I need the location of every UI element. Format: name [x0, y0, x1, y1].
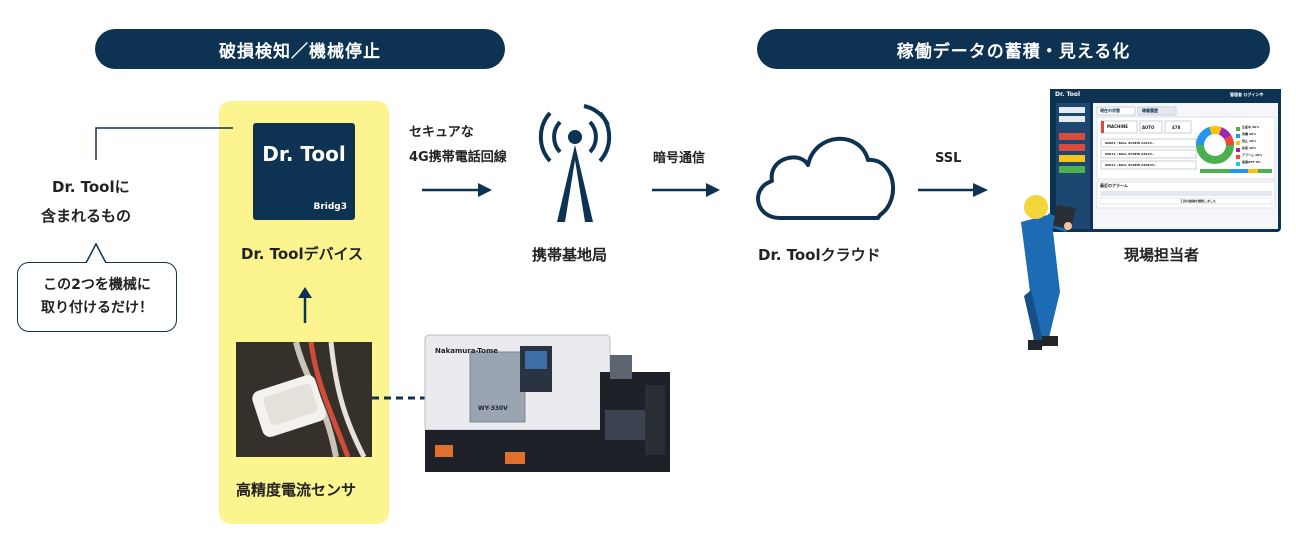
includes-note-line2: 含まれるもの [41, 207, 132, 225]
dashboard-legend-5: アラーム 10% [1242, 153, 1263, 157]
sensor-label: 高精度電流センサ [236, 481, 357, 499]
section-title-data-visualization: 稼働データの蓄積・見える化 [757, 29, 1270, 69]
dashboard-legend-4: 段取 10% [1242, 146, 1257, 150]
ssl-label: SSL [935, 151, 962, 166]
callout-line1: この2つを機械に [43, 277, 151, 293]
encryption-label: 暗号通信 [653, 151, 706, 166]
dr-tool-device-logo: Dr. Tool Bridg3 [253, 123, 355, 220]
dashboard-user: 管理者 ログイン中 [1230, 92, 1264, 97]
arrow-head-2 [706, 183, 720, 197]
base-station-label: 携帯基地局 [532, 246, 608, 264]
machine-model: WY-330V [478, 405, 508, 412]
dashboard-row-2: 00011 | BALL SCREW A8123.. [1105, 152, 1155, 156]
dashboard-tab-history: 稼働履歴 [1142, 108, 1158, 113]
dashboard-alarm-title: 最近のアラーム [1100, 183, 1128, 188]
arrow-head-1 [478, 183, 492, 197]
bracket-line [95, 127, 233, 160]
network-label-line1: セキュアな [409, 125, 474, 140]
device-label: Dr. Toolデバイス [241, 245, 364, 263]
person-label: 現場担当者 [1124, 246, 1200, 264]
arrow-head-up [298, 287, 312, 298]
dashboard-count: 478 [1172, 125, 1181, 130]
dashboard-legend-6: 電源OFF 0% [1242, 160, 1261, 164]
arrow-head-3 [973, 183, 988, 197]
callout-line2: 取り付けるだけ！ [41, 300, 153, 316]
network-label-line2: 4G携帯電話回線 [409, 150, 507, 165]
dashboard-row-1: 00001 | BALL SCREW A0123.. [1105, 141, 1155, 145]
section-title-breakage-detection: 破損検知／機械停止 [95, 29, 505, 69]
current-sensor-photo [236, 342, 372, 457]
dashboard-mode: AUTO [1142, 125, 1155, 130]
includes-note-line1: Dr. Toolに [52, 178, 130, 196]
dashboard-legend-3: 停止 10% [1242, 139, 1257, 143]
dashboard-monitor: Dr. Tool 管理者 ログイン中 現在の状態 稼働履歴 MACHINE AU… [1050, 89, 1281, 232]
dashboard-machine-badge: MACHINE [1107, 124, 1128, 129]
dashboard-legend-2: 待機 20% [1242, 132, 1257, 136]
dashboard-row-3: 00021 | BALL SCREW A80234.. [1105, 163, 1157, 167]
logo-sub-text: Bridg3 [313, 202, 347, 212]
dashboard-legend-1: 生産中 50% [1242, 125, 1260, 129]
dashboard-app-name: Dr. Tool [1055, 91, 1081, 98]
dashboard-tab-current: 現在の状態 [1100, 108, 1120, 113]
machine-brand: Nakamura-Tome [435, 347, 498, 355]
cloud-label: Dr. Toolクラウド [758, 246, 881, 264]
dashboard-alarm-row: 工具の破損を検知しました [1180, 199, 1217, 203]
logo-text: Dr. Tool [262, 142, 346, 166]
